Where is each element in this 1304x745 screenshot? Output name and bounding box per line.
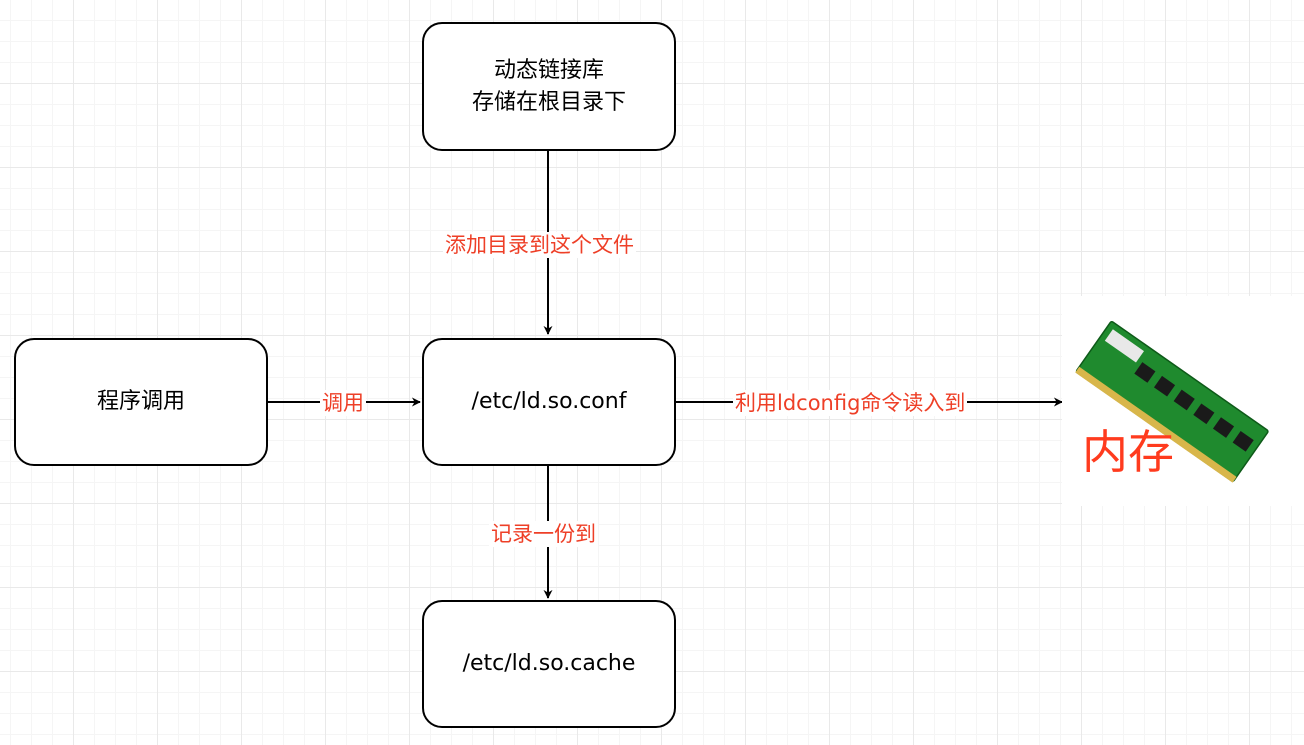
node-program-call: 程序调用 [14,338,268,466]
node-program-call-label: 程序调用 [96,389,185,414]
memory-label: 内存 [1082,425,1174,479]
label-call: 调用 [320,390,366,416]
label-record-copy: 记录一份到 [489,521,598,547]
node-dynamic-library-line2: 存储在根目录下 [471,89,626,115]
label-add-dir-to-file: 添加目录到这个文件 [443,232,636,258]
node-ld-so-cache: /etc/ld.so.cache [422,600,676,728]
node-ld-so-conf: /etc/ld.so.conf [422,338,676,466]
node-ld-so-conf-label: /etc/ld.so.conf [471,389,627,414]
node-dynamic-library: 动态链接库 存储在根目录下 [422,22,676,151]
node-dynamic-library-line1: 动态链接库 [493,57,604,83]
label-ldconfig-read: 利用ldconfig命令读入到 [733,390,968,416]
node-ld-so-cache-label: /etc/ld.so.cache [462,651,636,676]
